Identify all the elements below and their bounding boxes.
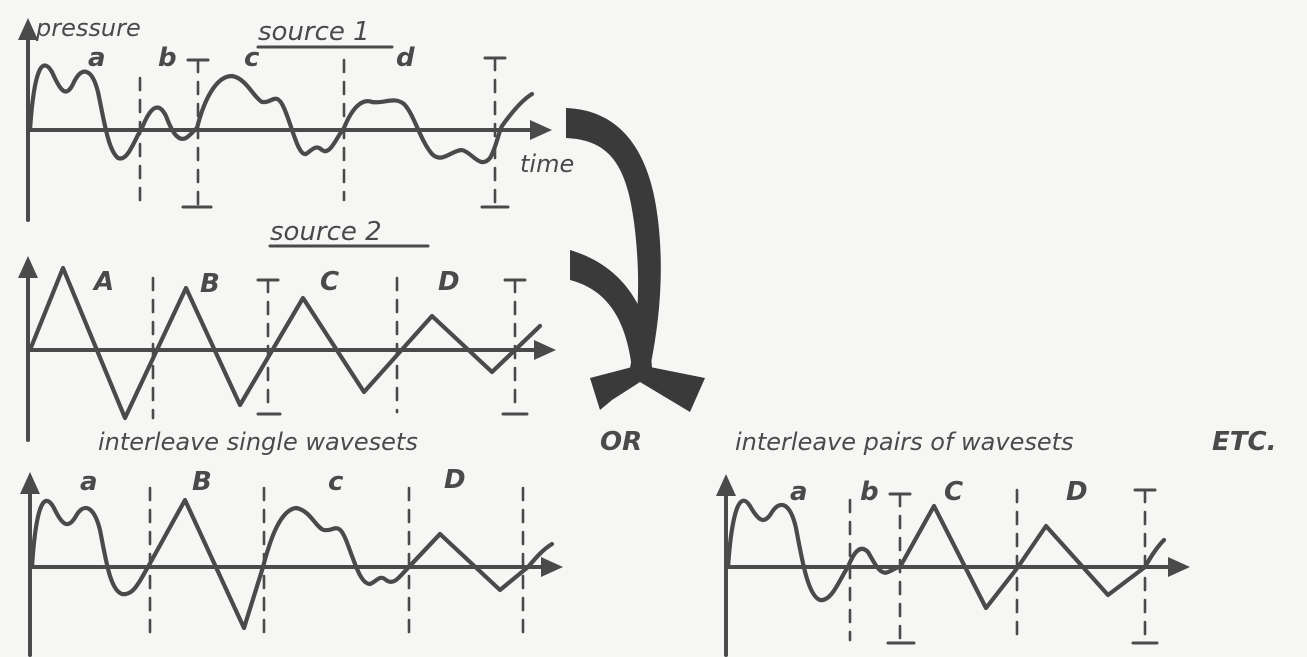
pairs-label-D: D — [1066, 477, 1088, 507]
caption-pairs-wavesets: interleave pairs of wavesets — [735, 428, 1074, 456]
source1-x-arrowhead — [530, 120, 552, 140]
big-arrow-right-head — [640, 365, 705, 412]
source2-label-D: D — [438, 267, 460, 297]
big-arrow-left-head — [590, 365, 640, 410]
source2-title: source 2 — [270, 217, 382, 247]
source1-label-a: a — [88, 43, 106, 73]
caption-single-wavesets: interleave single wavesets — [98, 428, 418, 456]
source1-title: source 1 — [258, 17, 370, 47]
source1-label-b: b — [158, 43, 177, 73]
time-label: time — [520, 150, 574, 178]
single-waveform — [32, 500, 552, 628]
big-curved-arrow — [566, 108, 705, 412]
or-label: OR — [600, 427, 642, 457]
source2-panel: source 2 A B C D — [18, 217, 556, 440]
pairs-label-b: b — [860, 477, 879, 507]
source1-y-arrowhead — [18, 18, 38, 40]
single-x-arrowhead — [541, 557, 563, 577]
source2-label-A: A — [92, 267, 114, 297]
pairs-label-C: C — [944, 477, 963, 507]
single-interleave-panel: a B c D — [20, 465, 563, 655]
single-label-B: B — [192, 467, 212, 497]
single-label-c: c — [328, 467, 344, 497]
source2-y-arrowhead — [18, 256, 38, 278]
pressure-label: pressure — [35, 14, 141, 42]
source2-label-B: B — [200, 269, 220, 299]
source1-panel: pressure source 1 time a b c d — [18, 14, 574, 220]
pairs-x-arrowhead — [1168, 557, 1190, 577]
source2-x-arrowhead — [534, 340, 556, 360]
pairs-waveform — [728, 501, 1164, 608]
single-label-a: a — [80, 467, 98, 497]
etc-label: ETC. — [1212, 427, 1276, 457]
source1-label-c: c — [244, 43, 260, 73]
single-y-arrowhead — [20, 472, 40, 494]
pairs-label-a: a — [790, 477, 808, 507]
source2-label-C: C — [320, 267, 339, 297]
source1-waveform — [30, 65, 532, 162]
source1-label-d: d — [396, 43, 415, 73]
single-label-D: D — [444, 465, 466, 495]
pairs-interleave-panel: a b C D — [716, 474, 1190, 655]
pairs-y-arrowhead — [716, 474, 736, 496]
